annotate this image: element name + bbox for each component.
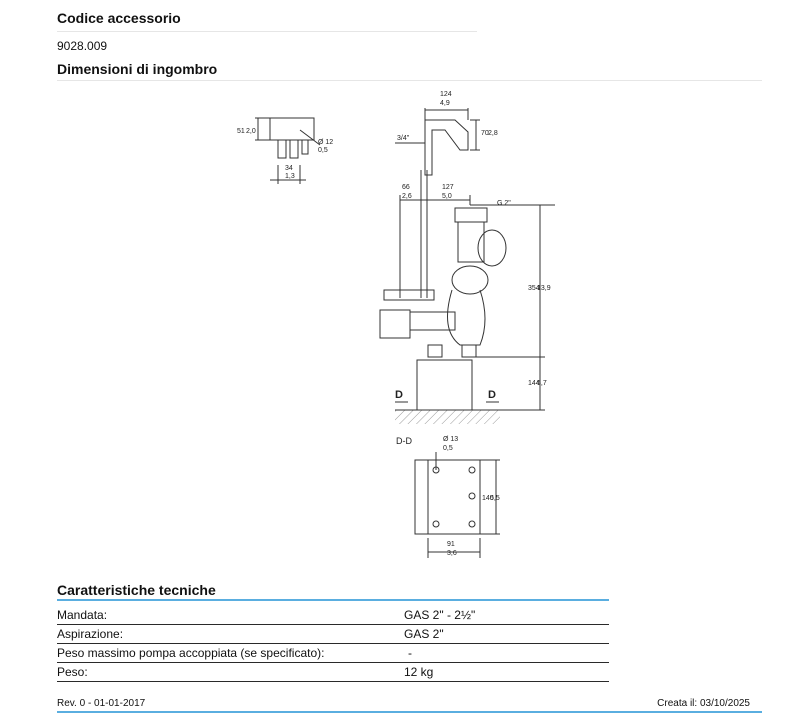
clip-width: 34 [285,165,293,172]
table-row: Aspirazione: GAS 2" [57,624,609,644]
spec-value: - [408,646,412,660]
section-hole-dia-in: 0,5 [443,445,453,452]
offset-left-in: 2,6 [402,193,412,200]
clip-hole-dia-in: 0,5 [318,147,328,154]
base-height-in: 5,7 [537,380,547,387]
offset-right-in: 5,0 [442,193,452,200]
total-height-in: 13,9 [537,285,551,292]
spec-value: GAS 2" - 2½" [404,608,476,622]
table-row: Peso massimo pompa accoppiata (se specif… [57,643,609,663]
section-view [414,452,500,558]
revision: Rev. 0 - 01-01-2017 [57,698,146,709]
specs-divider [57,599,609,601]
specs-heading: Caratteristiche tecniche [57,582,216,598]
code-heading: Codice accessorio [57,10,181,26]
dimensions-heading: Dimensioni di ingombro [57,61,218,77]
offset-right: 127 [442,184,454,191]
clip-height-in: 2,0 [246,128,256,135]
table-row: Peso: 12 kg [57,662,609,682]
section-label: D-D [396,436,412,446]
bracket-thread: 3/4" [397,135,410,142]
divider [57,31,477,32]
code-value: 9028.009 [57,39,108,53]
bracket-view [395,108,480,176]
clip-hole-dia: Ø 12 [318,139,333,146]
spec-label: Peso: [57,665,88,679]
divider [57,80,762,81]
section-mark-right: D [488,389,496,401]
clip-width-in: 1,3 [285,173,295,180]
section-hole-dia: Ø 13 [443,436,458,443]
table-row: Mandata: GAS 2" - 2½" [57,605,609,625]
created-date: Creata il: 03/10/2025 [657,698,750,709]
ground-hatch [395,410,500,424]
spec-value: GAS 2" [404,627,444,641]
bracket-height-in: 2,8 [488,130,498,137]
spec-label: Aspirazione: [57,627,124,641]
total-height: 354 [528,285,540,292]
section-mark-left: D [395,389,403,401]
main-thread: G 2" [497,200,511,207]
main-view [379,170,555,411]
offset-left: 66 [402,184,410,191]
spec-label: Mandata: [57,608,108,622]
section-depth: 140 [482,495,494,502]
bracket-width: 124 [440,91,452,98]
section-width: 91 [447,541,455,548]
bracket-width-in: 4,9 [440,100,450,107]
clip-height: 51 [237,128,245,135]
clip-view [255,117,321,184]
technical-drawing: 51 2,0 34 1,3 Ø 12 0,5 124 4,9 70 2,8 3/… [237,91,555,558]
base-height: 144 [528,380,540,387]
bracket-height: 70 [481,130,489,137]
spec-value: 12 kg [404,665,434,679]
spec-label: Peso massimo pompa accoppiata (se specif… [57,646,325,660]
section-width-in: 3,6 [447,550,457,557]
footer-divider [57,711,762,713]
section-depth-in: 5,5 [490,495,500,502]
